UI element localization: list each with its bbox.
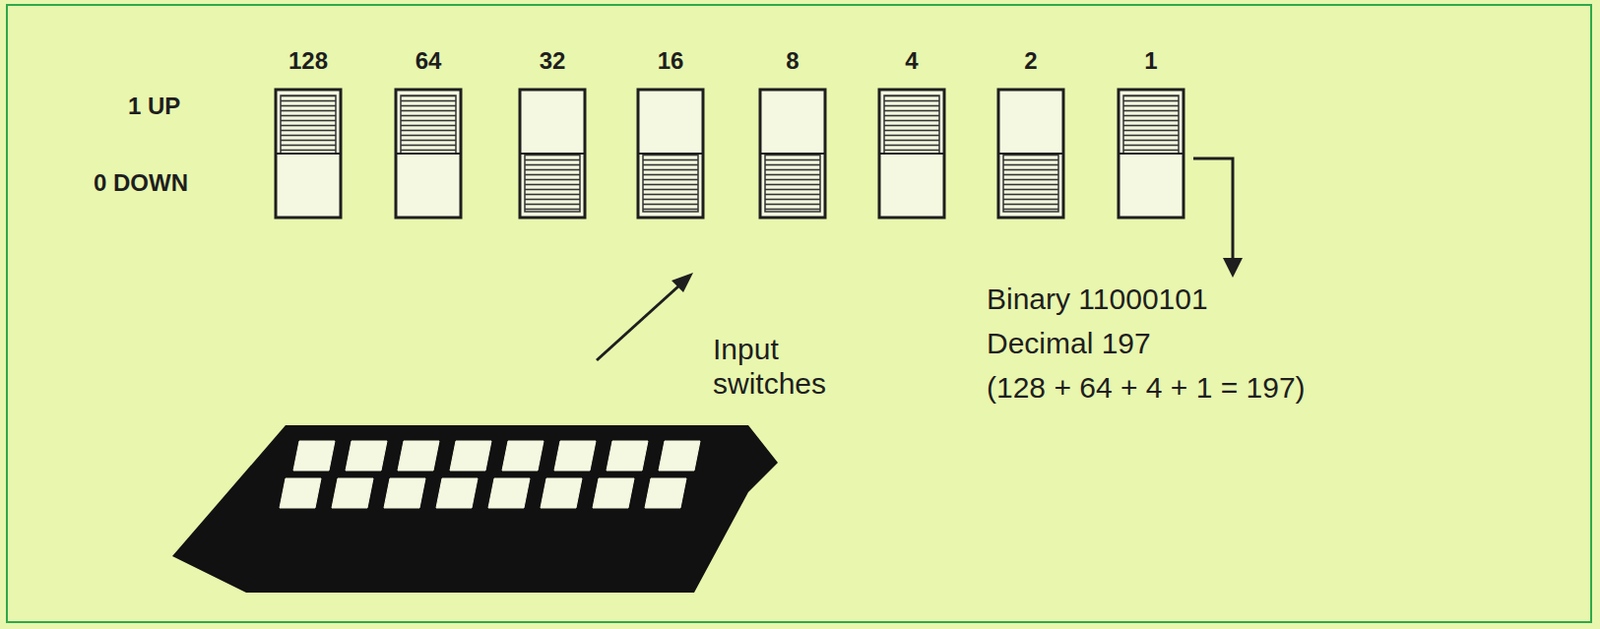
switch-lever xyxy=(400,95,456,154)
switch-row xyxy=(275,89,1184,218)
mini-switch xyxy=(279,478,321,509)
mini-switch xyxy=(644,478,687,509)
switch-divider xyxy=(760,152,826,155)
mini-switch xyxy=(658,441,701,471)
switch-divider xyxy=(1118,152,1184,155)
switch-lever xyxy=(765,153,821,212)
switch-divider xyxy=(275,152,341,155)
bit-weight: 32 xyxy=(539,47,567,75)
switch-body xyxy=(275,89,341,218)
state-label: 0 DOWN xyxy=(93,169,189,197)
bit-weight: 64 xyxy=(415,47,443,75)
switch-body xyxy=(395,89,461,218)
switch-divider xyxy=(879,152,945,155)
mini-switch xyxy=(606,441,648,471)
switch-divider xyxy=(638,152,704,155)
result-text: Decimal 197 xyxy=(986,326,1152,362)
arrow-head xyxy=(1222,257,1243,278)
switch-lever xyxy=(524,153,580,212)
mini-switch xyxy=(384,478,426,509)
mini-switch xyxy=(345,441,387,471)
bit-weight: 4 xyxy=(904,47,918,75)
switch-body xyxy=(638,89,704,218)
switch-body xyxy=(879,89,945,218)
switch-divider xyxy=(395,152,461,155)
switch-lever xyxy=(280,95,336,154)
switch-divider xyxy=(519,152,585,155)
mini-switch xyxy=(397,441,440,471)
result-text: Binary 11000101 xyxy=(986,282,1209,318)
mini-switch xyxy=(592,478,635,509)
bit-weight: 16 xyxy=(657,47,685,75)
mini-switch xyxy=(488,478,530,509)
output-leader xyxy=(1193,158,1233,261)
mini-switch xyxy=(331,478,374,509)
switch-body xyxy=(760,89,826,218)
switch-lever xyxy=(642,153,699,212)
switch-lever xyxy=(1003,153,1059,212)
switch-body xyxy=(1118,89,1184,218)
result-text: (128 + 64 + 4 + 1 = 197) xyxy=(986,371,1306,406)
pointer-line xyxy=(596,285,680,361)
mini-switch xyxy=(502,441,544,471)
mini-switch xyxy=(540,478,582,509)
switch-lever xyxy=(884,95,940,154)
arrow-head xyxy=(671,272,694,293)
callout-label: Input switches xyxy=(712,332,861,401)
mini-switch xyxy=(554,441,596,471)
switch-divider xyxy=(998,152,1064,155)
bit-weight: 1 xyxy=(1144,47,1157,75)
mini-switch xyxy=(449,441,492,471)
bit-weight: 8 xyxy=(785,47,799,75)
mini-switch xyxy=(436,478,478,509)
package-switches xyxy=(279,441,701,509)
switch-body xyxy=(519,89,585,218)
bit-weight: 128 xyxy=(288,47,328,75)
switch-body xyxy=(998,89,1064,218)
mini-switch xyxy=(293,441,335,471)
dip-package xyxy=(172,425,778,593)
switch-lever xyxy=(1123,95,1179,154)
bit-weight: 2 xyxy=(1024,47,1037,75)
state-label: 1 UP xyxy=(128,92,181,121)
